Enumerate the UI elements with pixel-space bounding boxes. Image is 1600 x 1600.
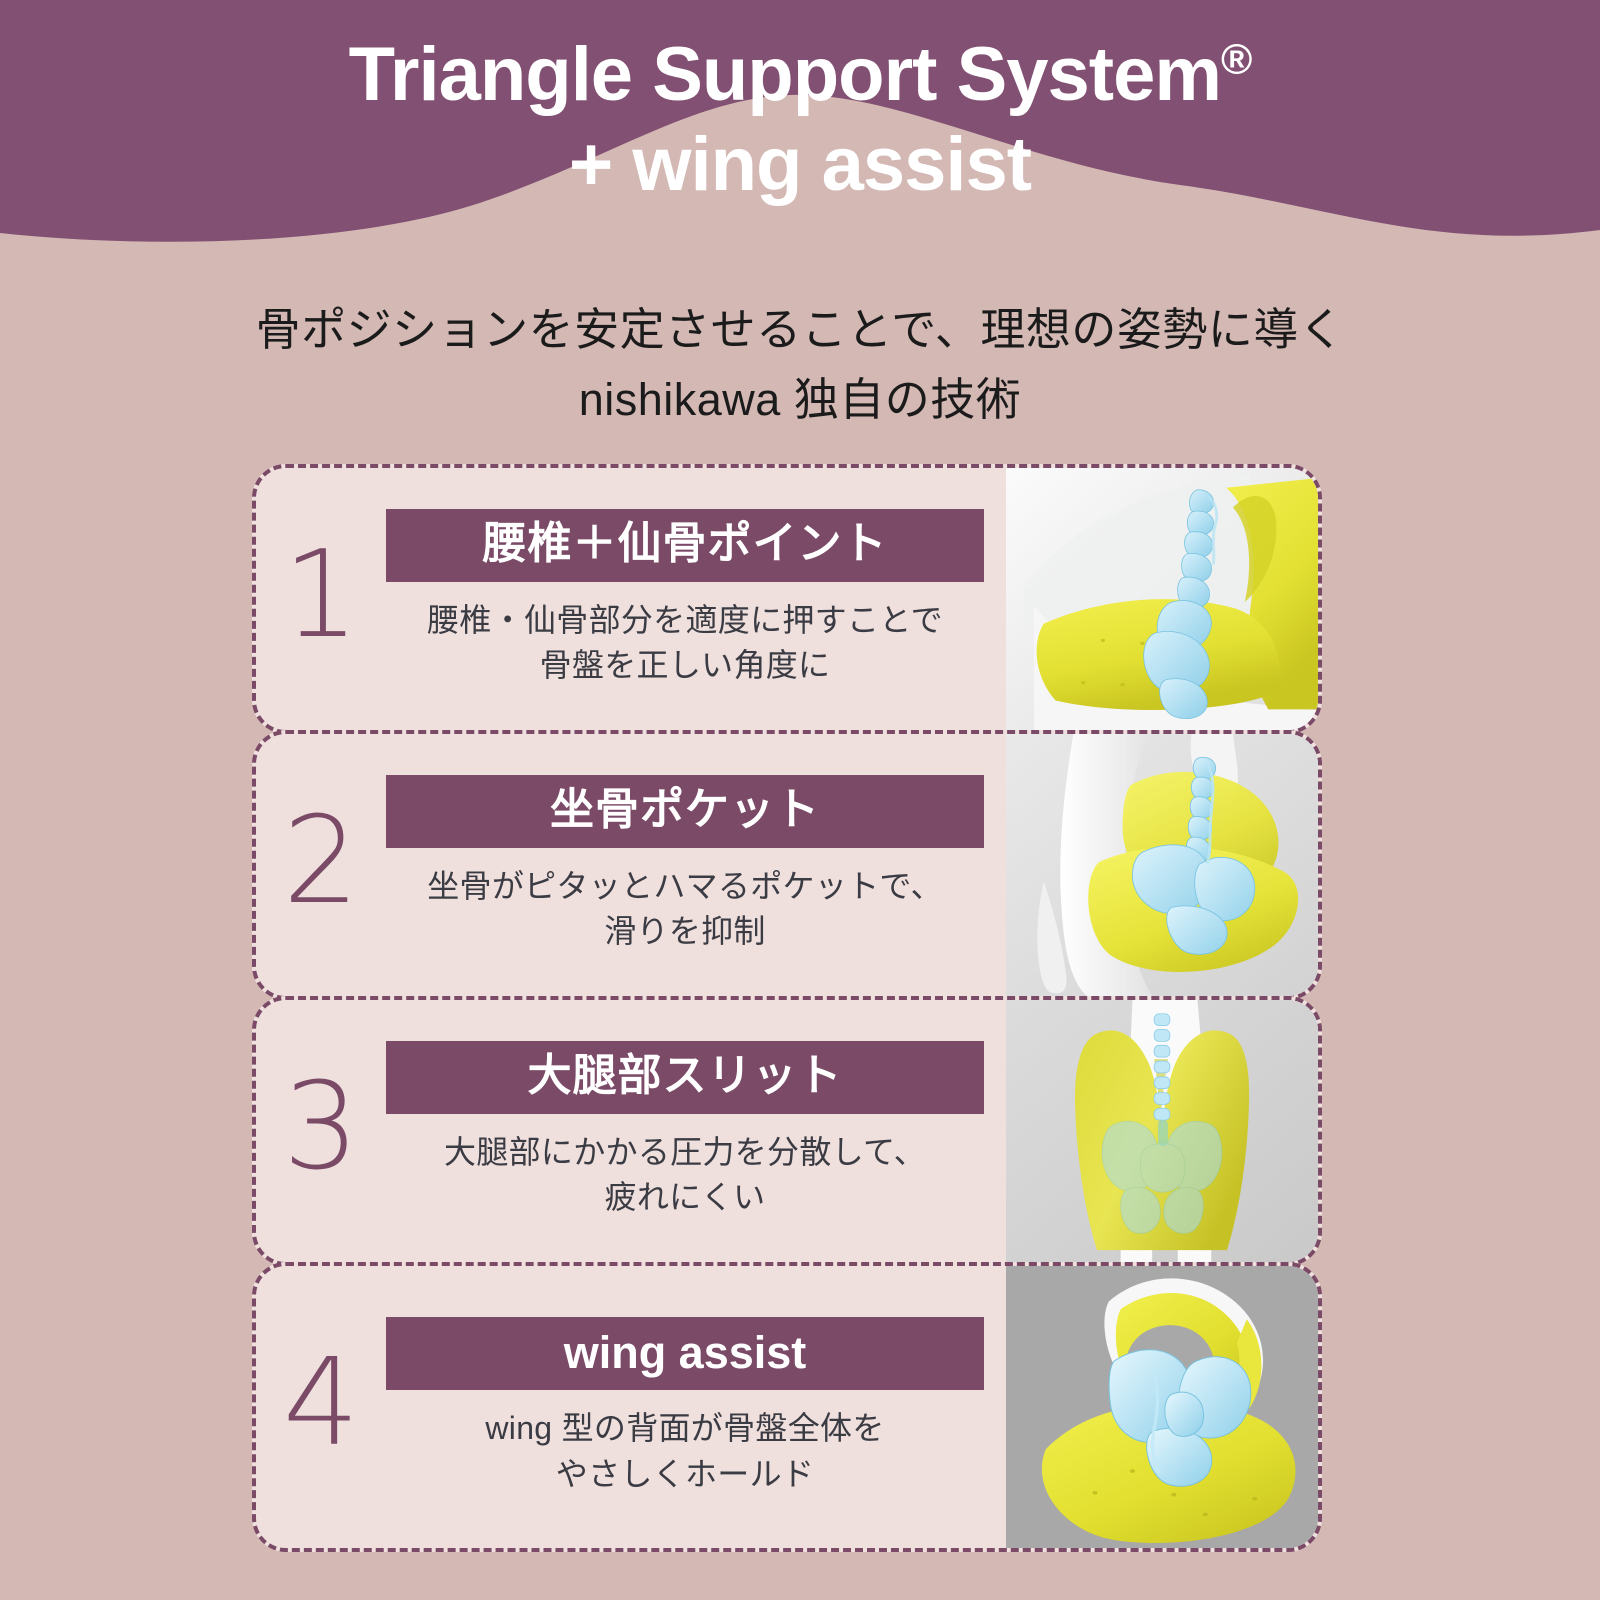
card-4-title: wing assist: [386, 1316, 984, 1391]
header-wave-shape: [0, 0, 1600, 242]
card-3-body: 大腿部スリット 大腿部にかかる圧力を分散して、 疲れにくい: [386, 1041, 1006, 1220]
feature-card-3[interactable]: 3 大腿部スリット 大腿部にかかる圧力を分散して、 疲れにくい: [252, 996, 1322, 1266]
card-1-image: [1006, 468, 1318, 730]
card-1-text-area: 1 腰椎＋仙骨ポイント 腰椎・仙骨部分を適度に押すことで 骨盤を正しい角度に: [256, 468, 1006, 730]
card-1-desc-line1: 腰椎・仙骨部分を適度に押すことで: [427, 601, 943, 638]
feature-card-2[interactable]: 2 坐骨ポケット 坐骨がピタッとハマるポケットで、 滑りを抑制: [252, 730, 1322, 1000]
card-4-desc-line1: wing 型の背面が骨盤全体を: [485, 1410, 885, 1447]
page-title-line2: + wing assist: [568, 121, 1032, 207]
card-4-description: wing 型の背面が骨盤全体を やさしくホールド: [386, 1406, 984, 1497]
card-2-title: 坐骨ポケット: [386, 775, 984, 848]
card-3-number: 3: [282, 1058, 360, 1197]
card-4-text-area: 4 wing assist wing 型の背面が骨盤全体を やさしくホールド: [256, 1266, 1006, 1548]
ischium-pocket-cushion-icon: [1006, 734, 1318, 996]
wing-assist-cushion-icon: [1006, 1266, 1318, 1548]
card-2-number: 2: [282, 792, 360, 931]
page-title: Triangle Support System® + wing assist: [0, 30, 1600, 209]
card-1-description: 腰椎・仙骨部分を適度に押すことで 骨盤を正しい角度に: [386, 598, 984, 689]
card-3-text-area: 3 大腿部スリット 大腿部にかかる圧力を分散して、 疲れにくい: [256, 1000, 1006, 1262]
card-1-number: 1: [282, 526, 360, 665]
card-2-desc-line2: 滑りを抑制: [604, 913, 766, 950]
feature-card-4[interactable]: 4 wing assist wing 型の背面が骨盤全体を やさしくホールド: [252, 1262, 1322, 1552]
card-4-desc-line2: やさしくホールド: [555, 1455, 815, 1492]
feature-card-1[interactable]: 1 腰椎＋仙骨ポイント 腰椎・仙骨部分を適度に押すことで 骨盤を正しい角度に: [252, 464, 1322, 734]
thigh-slit-cushion-icon: [1006, 1000, 1318, 1262]
card-3-description: 大腿部にかかる圧力を分散して、 疲れにくい: [386, 1130, 984, 1221]
card-1-body: 腰椎＋仙骨ポイント 腰椎・仙骨部分を適度に押すことで 骨盤を正しい角度に: [386, 509, 1006, 688]
page-header: Triangle Support System® + wing assist: [0, 0, 1600, 270]
page-title-line1: Triangle Support System: [348, 32, 1222, 117]
card-2-image: [1006, 734, 1318, 996]
card-3-desc-line1: 大腿部にかかる圧力を分散して、: [444, 1133, 926, 1170]
card-4-body: wing assist wing 型の背面が骨盤全体を やさしくホールド: [386, 1316, 1006, 1497]
card-2-desc-line1: 坐骨がピタッとハマるポケットで、: [427, 867, 943, 904]
card-2-description: 坐骨がピタッとハマるポケットで、 滑りを抑制: [386, 864, 984, 955]
card-2-text-area: 2 坐骨ポケット 坐骨がピタッとハマるポケットで、 滑りを抑制: [256, 734, 1006, 996]
card-1-title: 腰椎＋仙骨ポイント: [386, 509, 984, 582]
page-subtitle: 骨ポジションを安定させることで、理想の姿勢に導く nishikawa 独自の技術: [0, 295, 1600, 435]
subtitle-line2: nishikawa 独自の技術: [578, 373, 1022, 425]
card-3-title: 大腿部スリット: [386, 1041, 984, 1114]
lumbar-sacrum-cushion-icon: [1006, 468, 1318, 730]
card-4-image: [1006, 1266, 1318, 1548]
card-3-desc-line2: 疲れにくい: [604, 1179, 766, 1216]
card-3-image: [1006, 1000, 1318, 1262]
registered-trademark-icon: ®: [1220, 35, 1252, 84]
subtitle-line1: 骨ポジションを安定させることで、理想の姿勢に導く: [255, 304, 1345, 355]
card-1-desc-line2: 骨盤を正しい角度に: [539, 647, 831, 684]
card-2-body: 坐骨ポケット 坐骨がピタッとハマるポケットで、 滑りを抑制: [386, 775, 1006, 954]
feature-card-list: 1 腰椎＋仙骨ポイント 腰椎・仙骨部分を適度に押すことで 骨盤を正しい角度に: [252, 464, 1322, 1552]
card-4-number: 4: [282, 1334, 360, 1473]
